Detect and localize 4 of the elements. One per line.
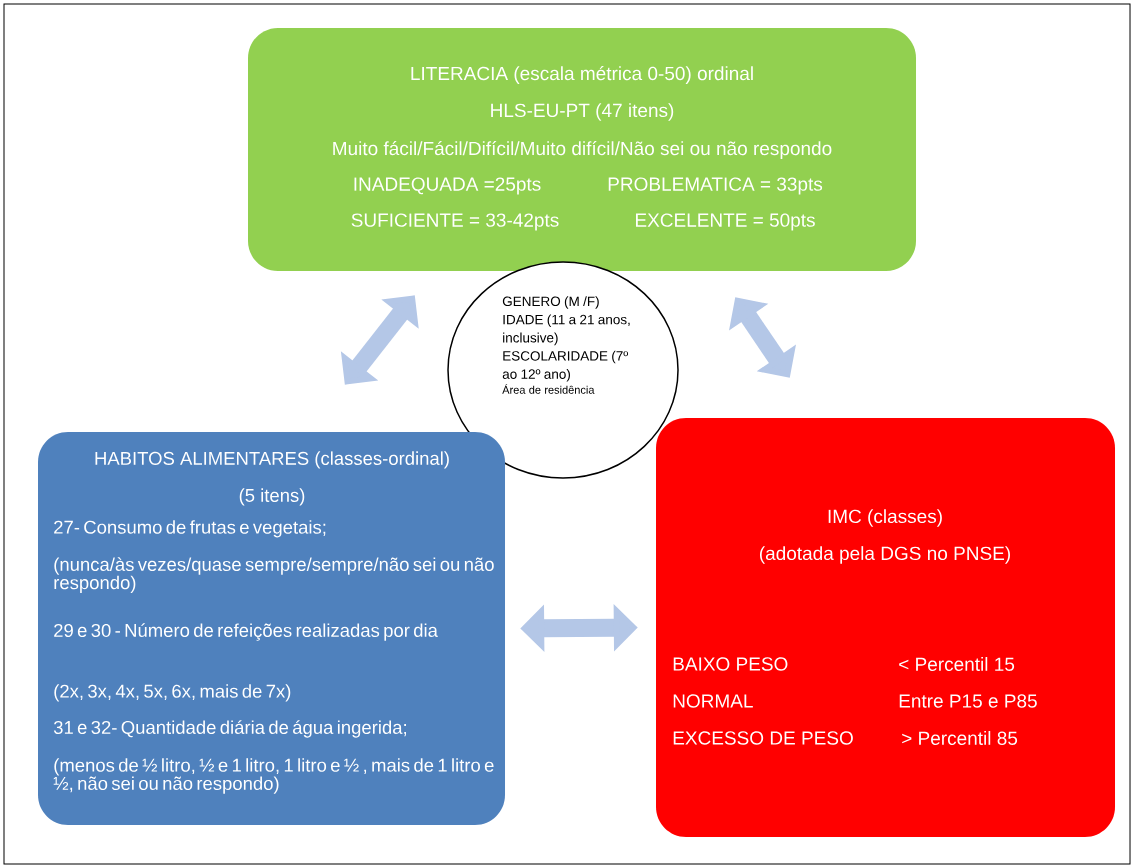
info-box: IMC (classes) (adotada pela DGS no PNSE) BAIXO PESO < Percentil 15 NORMAL Entre P15 e P85 EXCESSO DE PESO > Percentil 85 bbox=[656, 418, 1115, 837]
double-arrow bbox=[729, 297, 796, 378]
info-box: LITERACIA (escala métrica 0-50) ordinal HLS-EU-PT (47 itens) Muito fácil/Fácil/Difícil/Muito difícil/Não sei ou não respondo INADEQUADA =25pts PROBLEMATICA = 33pts SUFICIENTE = 33-42pts EXCELENTE = 50pts bbox=[248, 28, 916, 271]
info-box: HABITOS ALIMENTARES (classes-ordinal) (5 itens) 27- Consumo de frutas e vegetais; (nunca/às vezes/quase sempre/sempre/não sei ou não respondo) 29 e 30 - Número de refeições realizadas por dia (2x, 3x, 4x, 5x, 6x, mais de 7x) 31 e 32- Quantidade diária de água ingerida; (menos de ½ litro, ½ e 1 litro, 1 litro e ½ , mais de 1 litro e ½, não sei ou não respondo) bbox=[38, 432, 505, 825]
